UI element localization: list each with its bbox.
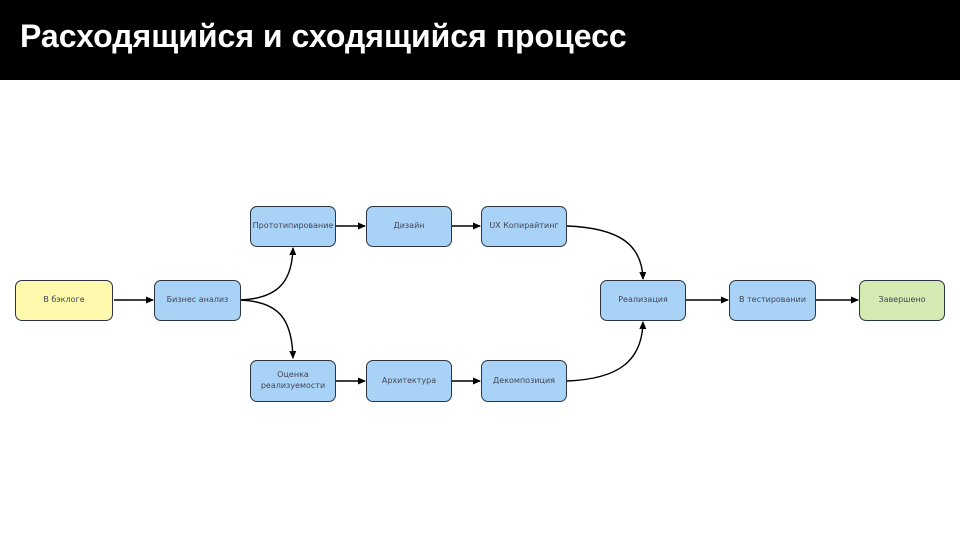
arrow-analysis-prototyping: [240, 247, 297, 301]
node-prototyping: Прототипирование: [250, 206, 336, 247]
node-architecture: Архитектура: [366, 360, 452, 402]
node-design: Дизайн: [366, 206, 452, 247]
node-business-analysis: Бизнес анализ: [154, 280, 241, 321]
arrow-analysis-feasibility: [240, 299, 297, 359]
arrow-decomposition-implementation: [566, 321, 647, 382]
node-feasibility: Оценка реализуемости: [250, 360, 336, 402]
node-ux-copywriting: UX Копирайтинг: [481, 206, 567, 247]
node-testing: В тестировании: [729, 280, 816, 321]
slide-title: Расходящийся и сходящийся процесс: [20, 18, 627, 54]
node-decomposition: Декомпозиция: [481, 360, 567, 402]
node-implementation: Реализация: [600, 280, 686, 321]
node-done: Завершено: [859, 280, 945, 321]
title-bar: Расходящийся и сходящийся процесс: [0, 0, 960, 80]
arrow-ux-implementation: [566, 225, 647, 280]
node-backlog: В бэклоге: [15, 280, 113, 321]
